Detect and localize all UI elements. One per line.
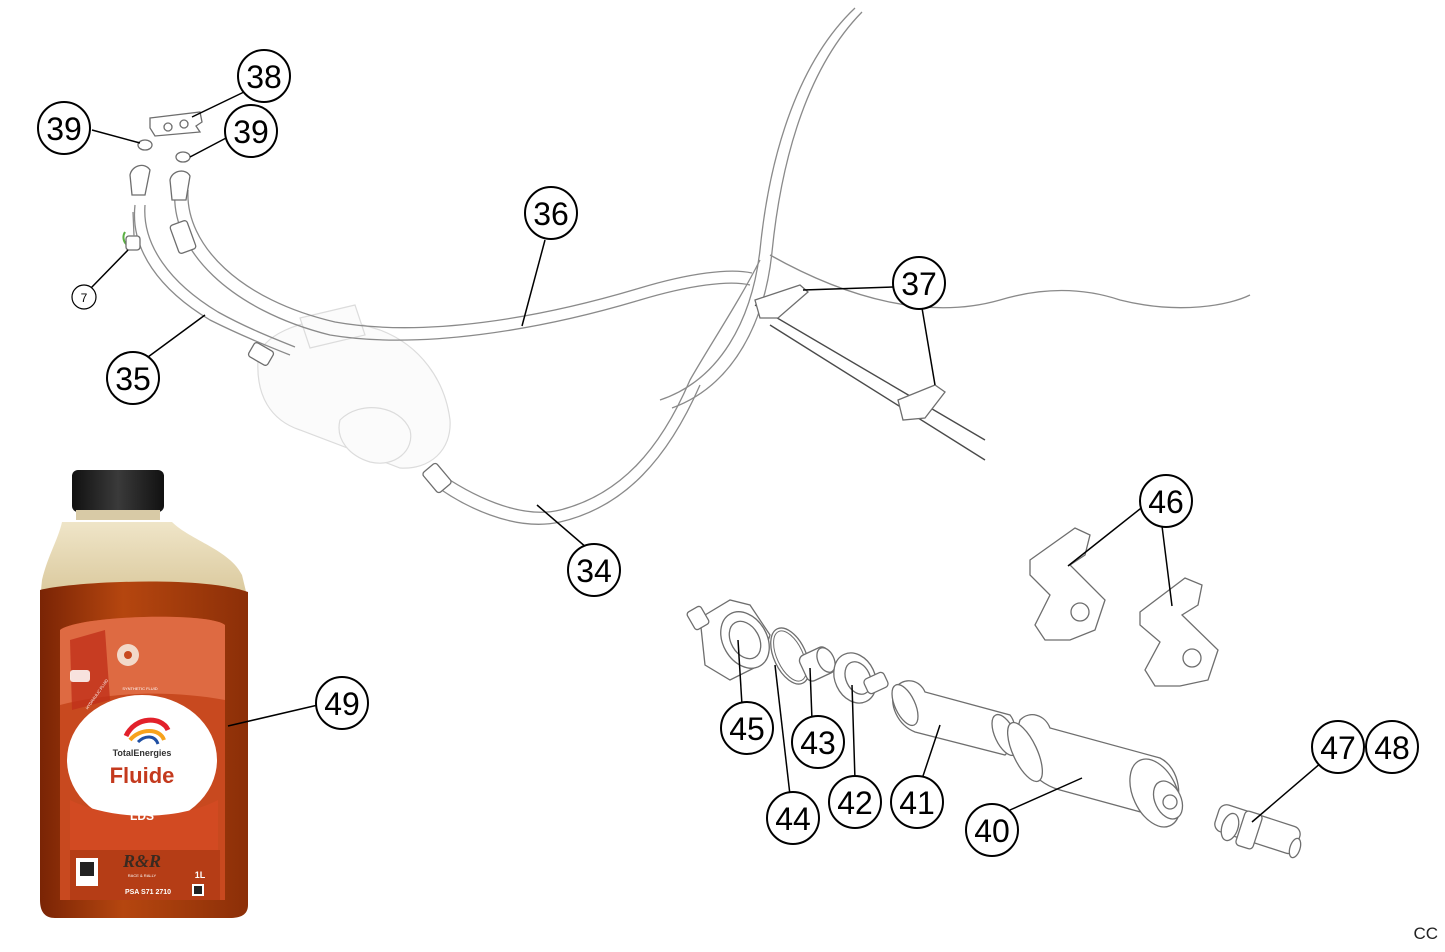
callout-36: 36 <box>524 186 578 240</box>
callout-35-label: 35 <box>115 361 151 397</box>
callout-7-label: 7 <box>81 291 88 305</box>
callout-39-right-label: 39 <box>233 114 269 150</box>
bracket-37-lower <box>897 384 946 421</box>
callout-37: 37 <box>892 256 946 310</box>
callout-43-label: 43 <box>800 725 836 761</box>
bottle-cap <box>72 470 164 512</box>
hose-36-fitting <box>169 220 197 254</box>
callout-43: 43 <box>791 715 845 769</box>
part-45 <box>686 599 771 681</box>
leader-lines <box>89 91 1323 823</box>
part-47-48 <box>1214 804 1302 859</box>
part-41 <box>891 680 1019 757</box>
callout-46: 46 <box>1139 474 1193 528</box>
callout-40-label: 40 <box>974 813 1010 849</box>
callout-47-label: 47 <box>1320 730 1356 766</box>
callout-47: 47 <box>1311 720 1365 774</box>
callout-7: 7 <box>71 284 97 310</box>
callout-42-label: 42 <box>837 785 873 821</box>
part-44-oring <box>770 627 810 685</box>
callout-49: 49 <box>315 676 369 730</box>
bottle-brand: TotalEnergies <box>113 748 172 758</box>
callout-49-label: 49 <box>324 686 360 722</box>
callout-34-label: 34 <box>576 553 612 589</box>
part-42 <box>833 652 889 704</box>
bottle-variant: LDS <box>130 809 154 823</box>
callout-39-left-label: 39 <box>46 111 82 147</box>
bottle-logo-sub: RACE & RALLY <box>128 873 157 878</box>
callout-39-left: 39 <box>37 101 91 155</box>
part-40 <box>1006 714 1184 828</box>
hose-36 <box>174 189 751 341</box>
bottle-product: Fluide <box>110 763 175 788</box>
hose-34 <box>434 259 761 513</box>
washer-39-left <box>137 139 153 151</box>
banjo-left <box>129 164 151 196</box>
callout-41-label: 41 <box>899 785 935 821</box>
callout-48-label: 48 <box>1374 730 1410 766</box>
callout-45-label: 45 <box>729 711 765 747</box>
callout-35: 35 <box>106 351 160 405</box>
hose-35-fitting <box>247 342 275 366</box>
banjo-right <box>169 170 191 201</box>
callout-36-label: 36 <box>533 196 569 232</box>
bottle-volume: 1L <box>195 870 206 880</box>
callout-39-right: 39 <box>224 104 278 158</box>
cylinder-assembly <box>686 527 1302 859</box>
washer-39-right <box>175 151 191 163</box>
corner-mark: CC <box>1413 924 1438 943</box>
callout-38: 38 <box>237 49 291 103</box>
callout-34: 34 <box>567 543 621 597</box>
callout-44: 44 <box>766 791 820 845</box>
callout-40: 40 <box>965 803 1019 857</box>
bracket-37-upper <box>754 284 809 319</box>
bottle-part-code: PSA S71 2710 <box>125 889 171 896</box>
callout-38-label: 38 <box>246 59 282 95</box>
fluid-bottle: TotalEnergies Fluide LDS HYDRAULIC FLUID… <box>40 470 248 918</box>
sensor-7 <box>122 211 141 251</box>
hose-34-fitting <box>422 462 452 494</box>
support-bar <box>754 304 986 441</box>
callout-46-label: 46 <box>1148 484 1184 520</box>
reservoir-ghost <box>257 304 451 469</box>
hose-upper-loop <box>659 7 856 401</box>
hose-35 <box>133 204 291 356</box>
callout-45: 45 <box>720 701 774 755</box>
callout-41: 41 <box>890 775 944 829</box>
callout-48: 48 <box>1365 720 1419 774</box>
hose-assembly <box>122 7 1251 525</box>
callout-44-label: 44 <box>775 801 811 837</box>
part-43 <box>798 646 836 682</box>
callout-42: 42 <box>828 775 882 829</box>
part-46 <box>1029 527 1219 687</box>
bottle-logo-mark: R&R <box>122 851 161 871</box>
bottle-tag-synthetic: SYNTHETIC FLUID <box>122 686 157 691</box>
callout-37-label: 37 <box>901 266 937 302</box>
